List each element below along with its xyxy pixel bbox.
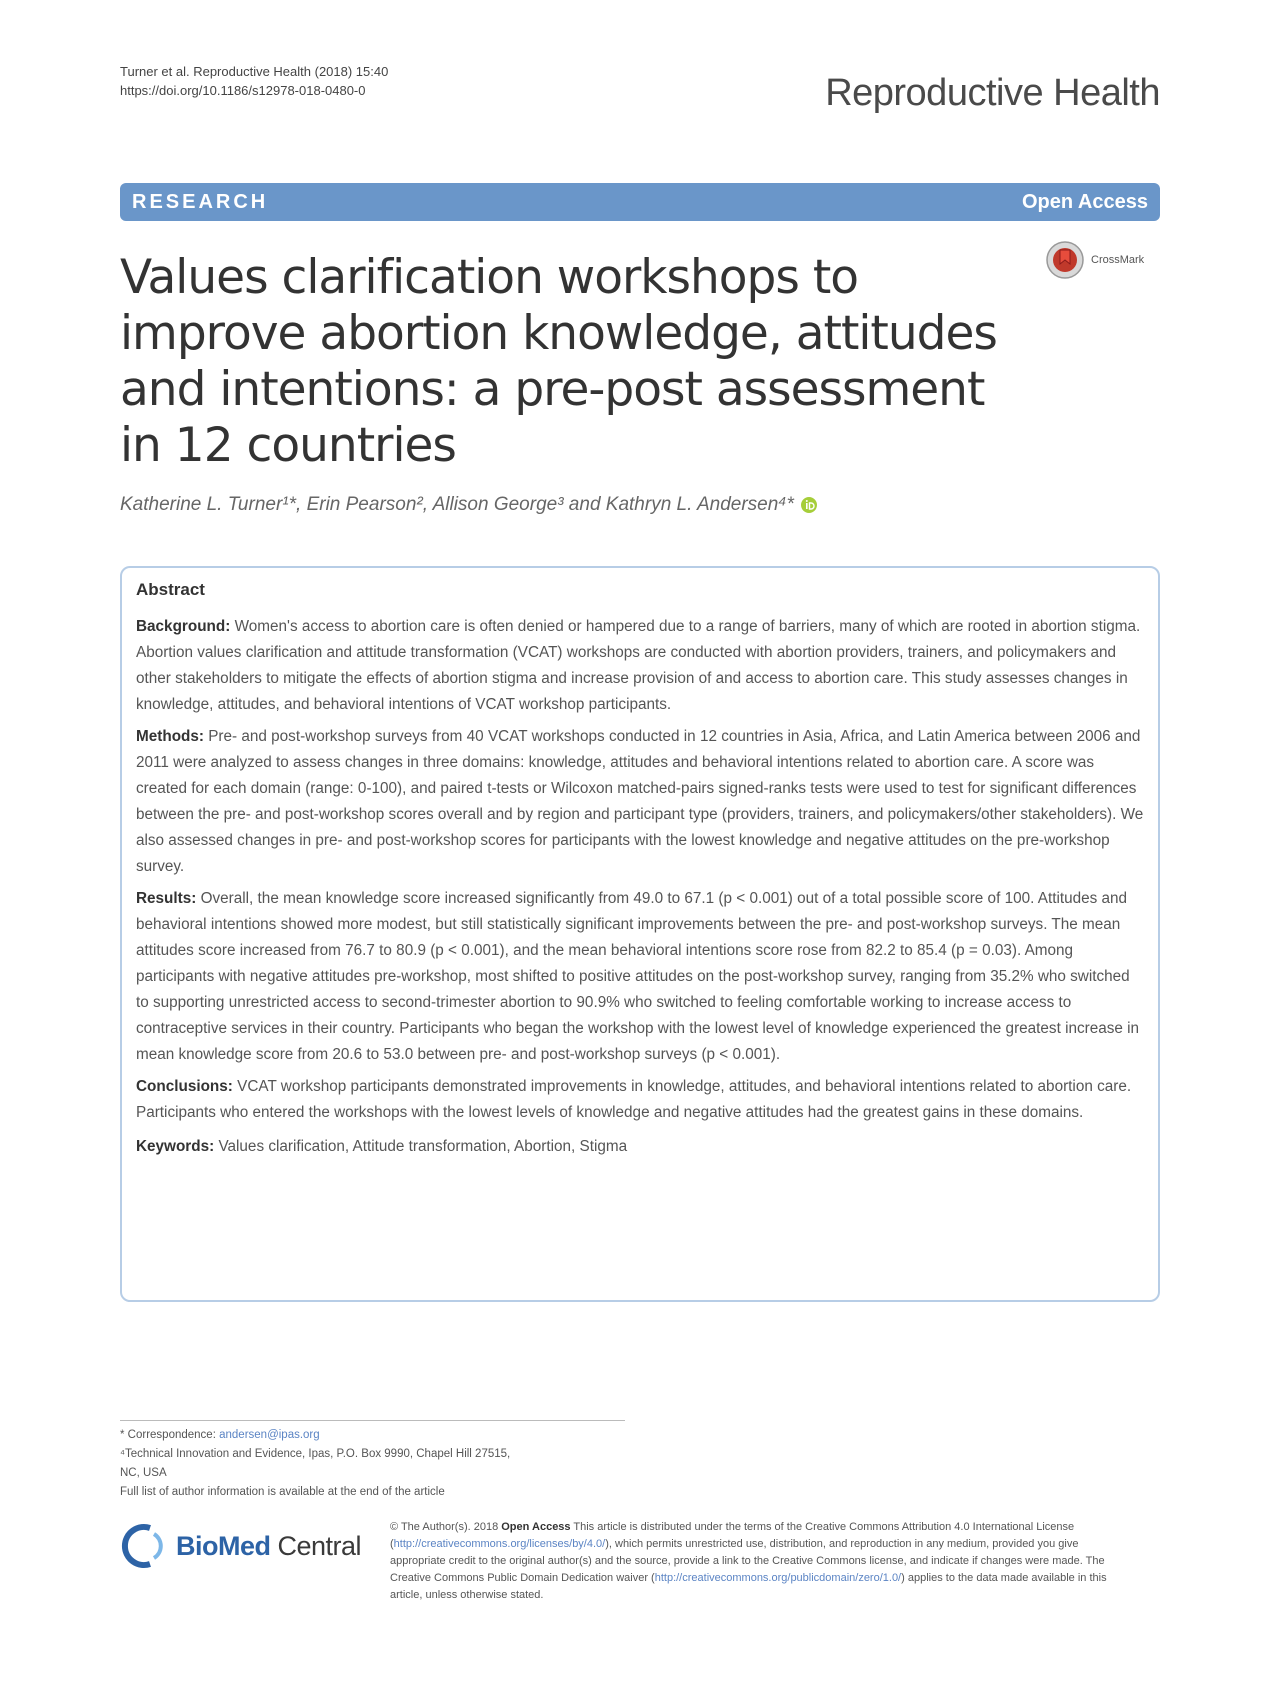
bmc-logo-icon — [121, 1524, 163, 1568]
author-info-note: Full list of author information is avail… — [120, 1486, 445, 1498]
abstract-heading: Abstract — [136, 580, 205, 599]
abstract-keywords: Keywords: Values clarification, Attitude… — [136, 1134, 1144, 1160]
crossmark-label: CrossMark — [1091, 254, 1145, 266]
article-type: RESEARCH — [132, 190, 269, 213]
publisher-name: BioMed Central — [176, 1530, 362, 1562]
journal-name: Reproductive Health — [825, 72, 1160, 114]
doi-link[interactable]: https://doi.org/10.1186/s12978-018-0480-… — [120, 83, 366, 98]
background-label: Background: — [136, 618, 231, 635]
background-text: Women's access to abortion care is often… — [136, 618, 1141, 713]
license-text-1: This article is distributed under the te… — [390, 1521, 1075, 1550]
publisher-name-regular: Central — [277, 1530, 362, 1561]
crossmark-icon — [1046, 241, 1084, 279]
methods-text: Pre- and post-workshop surveys from 40 V… — [136, 728, 1144, 875]
publisher-name-bold: BioMed — [176, 1530, 271, 1561]
orcid-icon[interactable] — [800, 496, 818, 514]
affiliation-line: ⁴Technical Innovation and Evidence, Ipas… — [120, 1448, 511, 1460]
authors-text: Katherine L. Turner¹*, Erin Pearson², Al… — [120, 494, 794, 515]
citation: Turner et al. Reproductive Health (2018)… — [120, 62, 388, 100]
correspondence-label: * Correspondence: — [120, 1429, 216, 1441]
conclusions-label: Conclusions: — [136, 1078, 233, 1095]
correspondence-line: * Correspondence: andersen@ipas.org — [120, 1426, 640, 1445]
results-label: Results: — [136, 890, 197, 907]
footnote-divider — [120, 1420, 625, 1421]
affiliation-line-2: NC, USA — [120, 1467, 167, 1479]
keywords-label: Keywords: — [136, 1138, 215, 1155]
methods-label: Methods: — [136, 728, 204, 745]
license-link[interactable]: http://creativecommons.org/licenses/by/4… — [393, 1538, 606, 1550]
public-domain-link[interactable]: http://creativecommons.org/publicdomain/… — [654, 1572, 902, 1584]
abstract-background: Background: Women's access to abortion c… — [136, 614, 1144, 718]
citation-line: Turner et al. Reproductive Health (2018)… — [120, 64, 389, 79]
license-text-3: ) applies to the data made available in … — [390, 1572, 1107, 1601]
license-text-2: ), which permits unrestricted use, distr… — [390, 1538, 1105, 1584]
keywords-text: Values clarification, Attitude transform… — [218, 1138, 628, 1155]
author-list: Katherine L. Turner¹*, Erin Pearson², Al… — [120, 494, 818, 516]
abstract-results: Results: Overall, the mean knowledge sco… — [136, 886, 1144, 1068]
abstract-methods: Methods: Pre- and post-workshop surveys … — [136, 724, 1144, 880]
abstract-box: Abstract Background: Women's access to a… — [120, 566, 1160, 1302]
publisher-logo[interactable]: BioMed Central — [120, 1522, 362, 1570]
article-type-banner: RESEARCH Open Access — [120, 183, 1160, 221]
conclusions-text: VCAT workshop participants demonstrated … — [136, 1078, 1132, 1121]
license-statement: © The Author(s). 2018 Open Access This a… — [390, 1519, 1125, 1604]
crossmark-badge[interactable]: CrossMark — [1045, 240, 1144, 280]
open-access-bold: Open Access — [501, 1521, 571, 1533]
copyright-text: © The Author(s). 2018 — [390, 1521, 499, 1533]
open-access-label: Open Access — [1022, 190, 1148, 213]
article-title: Values clarification workshops to improv… — [120, 250, 998, 473]
abstract-conclusions: Conclusions: VCAT workshop participants … — [136, 1074, 1144, 1126]
results-text: Overall, the mean knowledge score increa… — [136, 890, 1140, 1063]
footnotes: * Correspondence: andersen@ipas.org ⁴Tec… — [120, 1426, 640, 1502]
correspondence-email-link[interactable]: andersen@ipas.org — [219, 1429, 320, 1441]
